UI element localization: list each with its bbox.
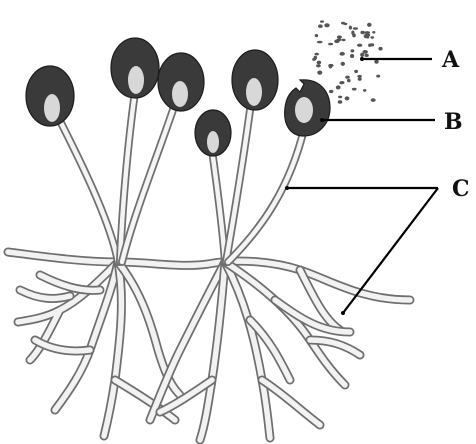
spore	[371, 98, 376, 102]
label-b: B	[444, 109, 463, 135]
spore	[345, 96, 350, 100]
spore	[318, 24, 323, 28]
spore	[367, 23, 372, 27]
spore	[358, 77, 362, 80]
label-c: C	[452, 176, 470, 202]
spore	[315, 34, 318, 37]
sporangium-1	[26, 66, 74, 126]
spore	[363, 50, 368, 54]
spore	[337, 35, 342, 38]
spore	[320, 20, 324, 22]
spore	[324, 23, 329, 27]
spore	[357, 75, 362, 78]
spore	[363, 89, 366, 92]
spore	[347, 79, 351, 82]
sporangium-6-bursting	[285, 80, 330, 136]
spore	[341, 62, 345, 66]
spore	[357, 44, 362, 47]
spore	[338, 100, 343, 103]
spore	[360, 31, 365, 34]
spore	[315, 53, 319, 56]
spore	[354, 70, 358, 73]
spore	[345, 76, 350, 79]
spore	[342, 39, 346, 41]
spore	[334, 40, 339, 44]
spore	[328, 43, 333, 46]
spore	[343, 23, 347, 25]
spore	[338, 96, 342, 99]
spore	[376, 75, 380, 78]
spore	[370, 36, 374, 38]
spore	[316, 64, 321, 67]
sporangiophores	[52, 85, 305, 262]
spore	[351, 31, 354, 35]
spore	[370, 43, 374, 46]
spore	[366, 35, 369, 38]
spore	[336, 85, 341, 89]
spore	[339, 81, 343, 84]
spore	[372, 31, 375, 34]
spore	[317, 61, 322, 65]
sporangium-2	[111, 38, 159, 98]
spore	[317, 41, 323, 44]
spore	[352, 88, 357, 91]
spore	[364, 54, 368, 57]
spore	[329, 64, 332, 68]
sporangium-5	[232, 50, 278, 110]
label-a: A	[441, 47, 460, 73]
sporangium-4	[195, 110, 231, 156]
spore	[349, 26, 352, 30]
rhizoid-network	[8, 252, 410, 440]
spore	[329, 90, 333, 93]
spore	[378, 47, 382, 51]
spore	[365, 31, 371, 34]
spore	[350, 54, 354, 58]
spore	[314, 56, 318, 60]
spore	[353, 27, 358, 30]
leader-line-c-lower	[343, 188, 438, 313]
spore	[340, 52, 345, 56]
spore	[317, 71, 322, 75]
sporangium-3	[158, 53, 204, 111]
spore	[351, 49, 355, 52]
